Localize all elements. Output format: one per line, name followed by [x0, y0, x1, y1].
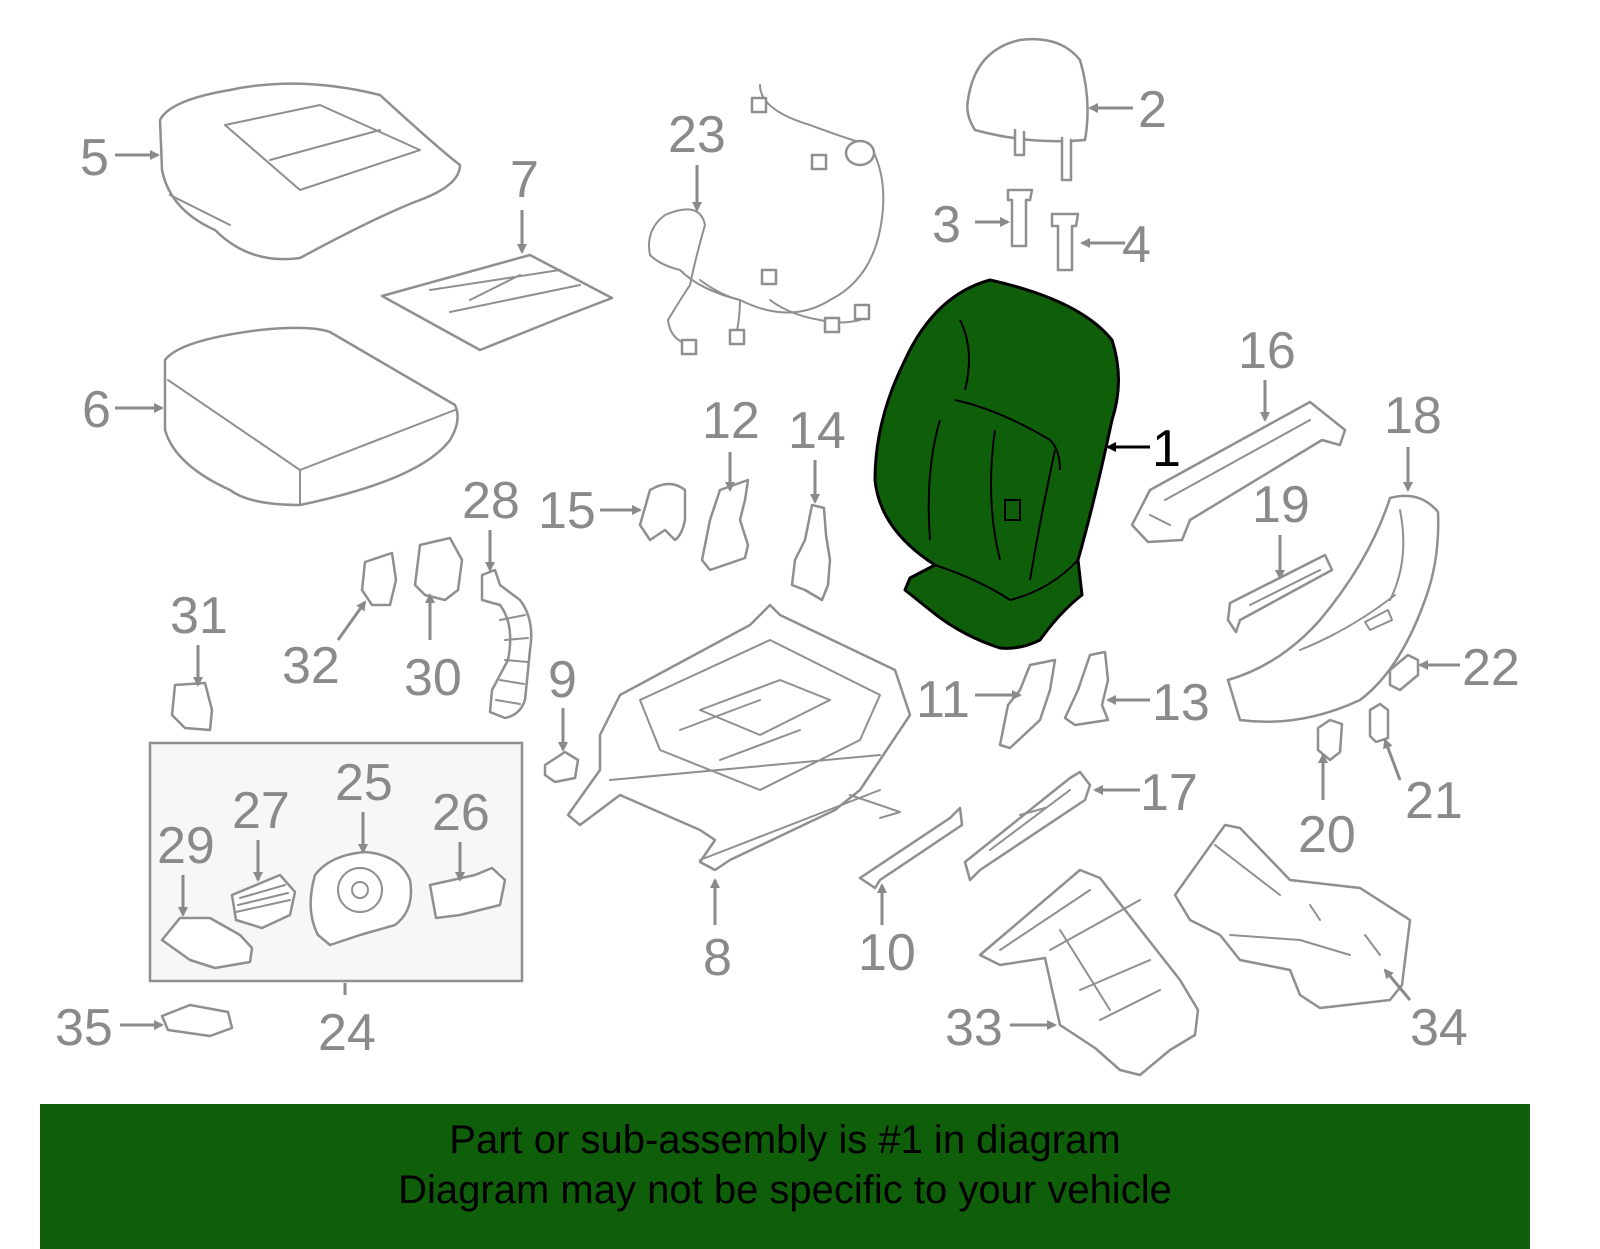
callout-10: 10: [858, 924, 916, 982]
part-13-trim[interactable]: [1063, 650, 1110, 727]
callout-16: 16: [1238, 322, 1296, 380]
part-32-duct[interactable]: [360, 551, 398, 607]
part-6-cushion-pad[interactable]: [163, 326, 459, 507]
part-14-trim[interactable]: [790, 503, 832, 602]
callout-9: 9: [548, 651, 577, 709]
part-22-clip[interactable]: [1388, 653, 1420, 692]
part-21-clip[interactable]: [1368, 702, 1390, 744]
callout-21: 21: [1405, 772, 1463, 830]
callout-6: 6: [82, 381, 111, 439]
info-banner-background: [40, 1104, 1530, 1249]
part-5-cushion-cover[interactable]: [158, 82, 462, 261]
callout-22: 22: [1462, 639, 1520, 697]
part-35-module[interactable]: [160, 1003, 234, 1038]
part-11-trim[interactable]: [998, 658, 1057, 750]
callout-13: 13: [1152, 674, 1210, 732]
callout-19: 19: [1252, 476, 1310, 534]
part-8-seat-frame[interactable]: [566, 603, 912, 872]
part-33-base-plate[interactable]: [978, 868, 1200, 1077]
callout-20: 20: [1298, 806, 1356, 864]
part-23-wire-harness[interactable]: [648, 84, 885, 356]
callout-31: 31: [170, 587, 228, 645]
callout-8: 8: [703, 929, 732, 987]
callout-11: 11: [916, 671, 970, 729]
callout-33: 33: [945, 999, 1003, 1057]
callout-labels: 5 6 7 23 2 3 4 1 16 18 19 22 20 21 15 12…: [55, 81, 1520, 1062]
callout-23: 23: [668, 106, 726, 164]
callout-32: 32: [282, 637, 340, 695]
callout-27: 27: [232, 782, 290, 840]
callout-15: 15: [538, 482, 596, 540]
part-34-cover[interactable]: [1173, 823, 1412, 1010]
callout-3: 3: [932, 196, 961, 254]
part-29-bracket[interactable]: [160, 916, 254, 970]
info-banner: Part or sub-assembly is #1 in diagram Di…: [40, 1110, 1530, 1221]
part-10-link[interactable]: [858, 806, 964, 890]
part-30-duct[interactable]: [413, 536, 464, 602]
callout-2: 2: [1138, 81, 1167, 139]
callout-25: 25: [335, 754, 393, 812]
part-4-headrest-guide[interactable]: [1050, 212, 1080, 272]
banner-line-2: Diagram may not be specific to your vehi…: [398, 1168, 1172, 1212]
part-15-trim[interactable]: [638, 482, 687, 542]
part-17-bracket[interactable]: [963, 770, 1092, 882]
banner-line-1: Part or sub-assembly is #1 in diagram: [449, 1118, 1121, 1162]
part-12-trim[interactable]: [700, 478, 750, 572]
part-19-bracket[interactable]: [1226, 553, 1334, 634]
callout-35: 35: [55, 999, 113, 1057]
callout-5: 5: [80, 129, 109, 187]
callout-12: 12: [702, 392, 760, 450]
part-2-headrest[interactable]: [966, 38, 1089, 182]
callout-26: 26: [432, 784, 490, 842]
part-26-duct[interactable]: [428, 866, 507, 920]
part-18-side-cover[interactable]: [1226, 494, 1440, 723]
callout-34: 34: [1410, 999, 1468, 1057]
callout-1: 1: [1152, 420, 1181, 478]
part-3-headrest-guide[interactable]: [1006, 188, 1034, 248]
callout-28: 28: [462, 472, 520, 530]
leader-lines: [115, 103, 1460, 1030]
part-1-seatback-assembly[interactable]: [873, 278, 1120, 650]
callout-7: 7: [510, 151, 539, 209]
part-27-duct[interactable]: [230, 873, 297, 930]
part-7-heater-pad[interactable]: [380, 253, 614, 352]
callout-29: 29: [157, 817, 215, 875]
part-25-motor[interactable]: [309, 850, 413, 947]
callout-30: 30: [404, 649, 462, 707]
callout-14: 14: [788, 402, 846, 460]
callout-24: 24: [318, 1004, 376, 1062]
callout-18: 18: [1384, 387, 1442, 445]
part-28-duct[interactable]: [480, 568, 533, 720]
part-20-clip[interactable]: [1316, 718, 1344, 762]
callout-17: 17: [1140, 764, 1198, 822]
part-31-clip[interactable]: [170, 681, 214, 732]
callout-4: 4: [1122, 216, 1151, 274]
part-16-rail[interactable]: [1130, 400, 1347, 544]
part-9-cap[interactable]: [543, 750, 580, 784]
